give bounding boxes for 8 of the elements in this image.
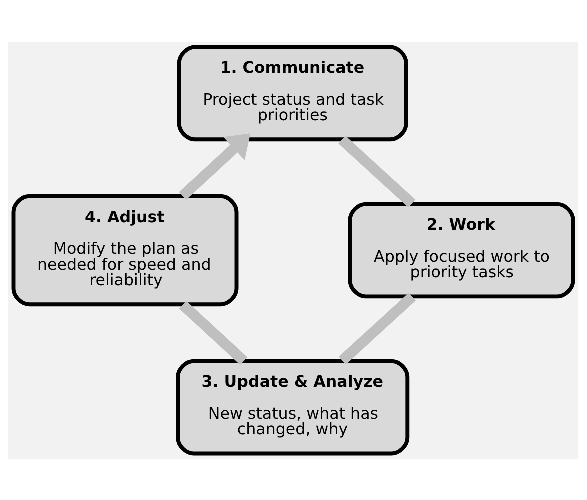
node-box: 4. Adjust Modify the plan as needed for speed and reliability: [12, 194, 239, 306]
node-box: 2. Work Apply focused work to priority tasks: [348, 202, 576, 298]
node-box: 3. Update & Analyze New status, what has changed, why: [176, 358, 410, 456]
connector: [338, 292, 416, 364]
connector: [338, 135, 416, 208]
connector: [179, 300, 248, 365]
arrow: [179, 133, 251, 200]
node-box: 1. Communicate Project status and task priorities: [177, 44, 408, 142]
